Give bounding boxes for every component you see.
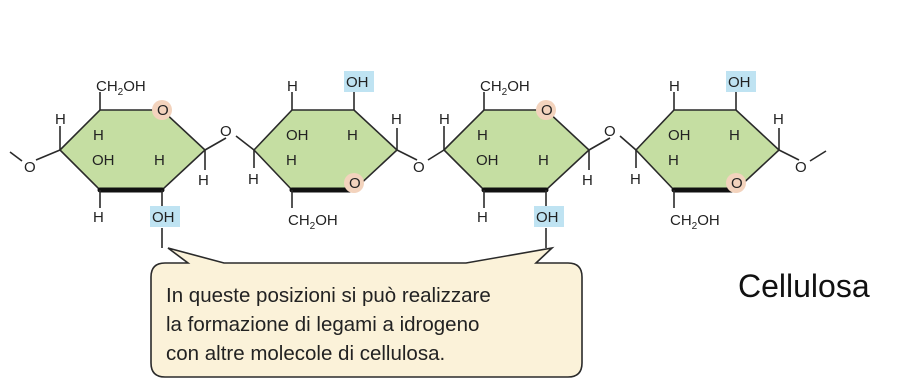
ring-4-ch2oh: CH2OH (670, 212, 720, 232)
ring-2-h-c3: H (286, 152, 297, 169)
ring-4-h-c1: H (773, 111, 784, 128)
ring-3-h-c3: H (477, 209, 488, 226)
glycosidic-oxygen-1: O (220, 123, 232, 140)
terminal-oxygen-right: O (795, 159, 807, 176)
callout-text: In queste posizioni si può realizzare la… (166, 284, 496, 365)
page-title: Cellulosa (738, 268, 870, 304)
glycosidic-oxygen-3: O (604, 123, 616, 140)
callout-bubble (150, 246, 583, 378)
ring-4-h-c2: H (729, 127, 740, 144)
terminal-oxygen-left: O (24, 159, 36, 176)
ring-1-h-c5: H (55, 111, 66, 128)
ring-2-oh-highlight (344, 71, 374, 92)
ring-4-oh-highlight (726, 71, 756, 92)
glucose-ring-1: O CH2OH H H OH H H H OH (35, 78, 227, 248)
ring-4-h-top: H (669, 78, 680, 95)
callout-line-2: la formazione di legami a idrogeno (166, 313, 479, 336)
ring-2-oxygen: O (349, 175, 361, 192)
ring-2-h-c5: H (248, 171, 259, 188)
ring-2-oxygen-highlight (344, 173, 364, 193)
ring-4-oh-top: OH (728, 74, 751, 91)
ring-4-oxygen: O (731, 175, 743, 192)
ring-1-h-c4: H (93, 127, 104, 144)
ring-2-oh-c4: OH (286, 127, 309, 144)
glucose-ring-3: O CH2OH H H OH H H H OH (439, 78, 611, 248)
ring-4-oxygen-highlight (726, 173, 746, 193)
glucose-ring-4: O H OH OH H H H H CH2OH (630, 71, 800, 232)
ring-3-h-c2: H (538, 152, 549, 169)
ring-2-h-c2: H (347, 127, 358, 144)
ring-2-body (252, 109, 399, 191)
ring-1-oh-c2: OH (152, 209, 175, 226)
ring-3-oh-c2: OH (536, 209, 559, 226)
ring-3-oh-highlight (534, 206, 564, 227)
callout-line-3: con altre molecole di cellulosa. (166, 342, 445, 365)
ring-1-oh-highlight (150, 206, 180, 227)
ring-1-oxygen: O (157, 102, 169, 119)
ring-4-body (634, 109, 781, 191)
ring-1-ch2oh: CH2OH (96, 78, 146, 98)
ring-3-h-c4: H (477, 127, 488, 144)
ring-4-oh-c4: OH (668, 127, 691, 144)
ring-1-h-c1: H (198, 172, 209, 189)
callout-line-1: In queste posizioni si può realizzare (166, 284, 491, 307)
ring-3-h-c5: H (439, 111, 450, 128)
ring-1-h-c2: H (154, 152, 165, 169)
ring-3-oxygen-highlight (536, 100, 556, 120)
ring-3-body (442, 109, 591, 191)
ring-2-h-top: H (287, 78, 298, 95)
ring-1-oxygen-highlight (152, 100, 172, 120)
ring-4-h-c3: H (668, 152, 679, 169)
ring-2-ch2oh: CH2OH (288, 212, 338, 232)
ring-4-h-c5: H (630, 171, 641, 188)
ring-2-h-c1: H (391, 111, 402, 128)
ring-2-oh-top: OH (346, 74, 369, 91)
ring-3-ch2oh: CH2OH (480, 78, 530, 98)
ring-3-oxygen: O (541, 102, 553, 119)
glycosidic-oxygen-2: O (413, 159, 425, 176)
ring-1-oh-c3: OH (92, 152, 115, 169)
ring-1-body (58, 109, 207, 191)
ring-3-oh-c3: OH (476, 152, 499, 169)
ring-3-h-c1: H (582, 172, 593, 189)
ring-1-h-c3: H (93, 209, 104, 226)
glucose-ring-2: O H OH OH H H H H CH2OH (248, 71, 418, 232)
